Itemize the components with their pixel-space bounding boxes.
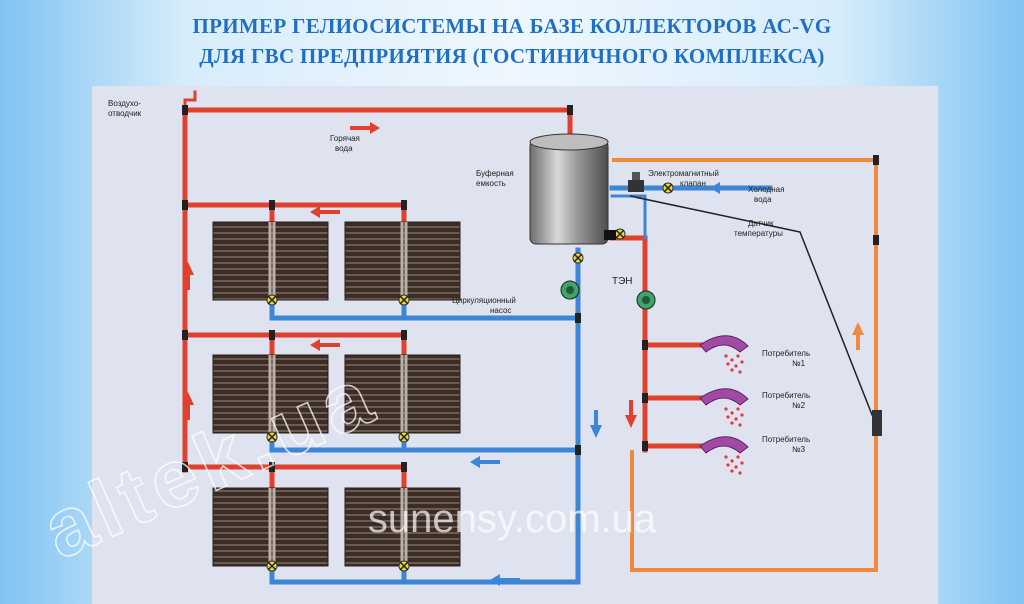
label-heater: ТЭН [612,276,633,287]
arrow-down-icon [590,410,602,438]
arrow-down-icon [625,400,637,428]
label-air-vent: Воздухо- [108,99,141,108]
arrow-up-icon [182,262,194,290]
return-sensor [872,410,882,436]
label-valve: Электромагнитный [648,169,719,178]
title-line-2: ДЛЯ ГВС ПРЕДПРИЯТИЯ (ГОСТИНИЧНОГО КОМПЛЕ… [199,44,825,68]
label-buffer: Буферная [476,169,514,178]
label-consumer-3: Потребитель [762,435,810,444]
consumer-3 [699,436,749,475]
solenoid-valve [628,172,644,192]
label-hot-water-2: вода [335,144,353,153]
hot-pipes [182,90,703,491]
arrow-up-icon [852,322,864,350]
label-air-vent-2: отводчик [108,109,142,118]
label-buffer-2: емкость [476,179,506,188]
label-pump-2: насос [490,306,511,315]
label-consumer-2: Потребитель [762,391,810,400]
label-valve-2: клапан [680,179,706,188]
title-line-1: ПРИМЕР ГЕЛИОСИСТЕМЫ НА БАЗЕ КОЛЛЕКТОРОВ … [192,14,832,38]
sensor-wire [629,195,879,431]
heater-element [604,230,616,240]
flow-arrows [182,122,864,586]
arrow-left-icon [710,182,740,194]
arrow-left-icon [310,339,340,351]
circulation-pump-secondary [636,290,656,310]
arrow-right-icon [350,122,380,134]
consumer-1 [699,335,749,374]
diagram-labels: Воздухо- отводчик Горячая вода Буферная … [108,99,810,454]
label-consumer-3-no: №3 [792,445,806,454]
label-sensor-2: температуры [734,229,783,238]
label-consumer-1-no: №1 [792,359,806,368]
label-pump: Циркуляционный [452,296,516,305]
arrow-up-icon [182,392,194,420]
arrow-left-icon [310,206,340,218]
buffer-tank [529,133,616,245]
label-cold-water: Холодная [748,185,784,194]
label-hot-water: Горячая [330,134,360,143]
label-sensor: Датчик [748,219,774,228]
arrow-left-icon [490,574,520,586]
consumer-2 [699,388,749,427]
watermark-diagonal: altek.ua [30,350,390,577]
label-cold-water-2: вода [754,195,772,204]
circulation-pump [560,280,580,300]
label-consumer-1: Потребитель [762,349,810,358]
watermark-site: sunensy.com.ua [368,497,657,541]
return-pipe [612,158,878,572]
label-consumer-2-no: №2 [792,401,806,410]
collector-array [212,221,461,567]
arrow-left-icon [470,456,500,468]
